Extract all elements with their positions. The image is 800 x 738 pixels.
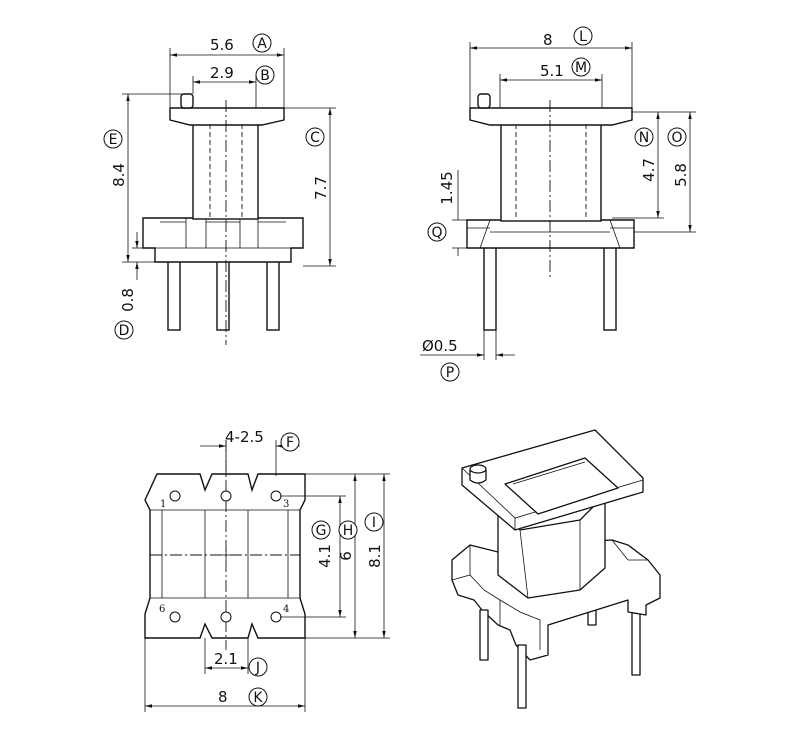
marker-m: M (571, 57, 591, 77)
dim-base-width: 8 (218, 688, 228, 706)
marker-k: K (248, 687, 268, 707)
marker-i: I (364, 512, 384, 532)
pin-number-3: 3 (283, 499, 289, 510)
svg-text:G: G (316, 523, 327, 539)
svg-text:I: I (372, 515, 376, 531)
marker-d: D (114, 320, 134, 340)
bottom-view: 1 3 6 4 (144, 440, 306, 650)
svg-text:B: B (260, 68, 270, 84)
dim-side-base-thickness: 1.45 (438, 171, 456, 204)
marker-c: C (305, 127, 325, 147)
marker-b: B (255, 65, 275, 85)
dim-bobbin-height: 7.7 (312, 176, 330, 200)
marker-h: H (338, 520, 358, 540)
pin-number-4: 4 (283, 604, 289, 615)
front-view (142, 93, 304, 345)
dim-pin-row-gap: 2.1 (214, 650, 238, 668)
marker-f: F (280, 432, 300, 452)
front-dims: 5.6 2.9 8.4 7.7 0.8 (110, 36, 336, 312)
dim-side-height-total: 5.8 (672, 163, 690, 187)
marker-a: A (252, 33, 272, 53)
svg-text:J: J (255, 660, 260, 676)
marker-j: J (248, 657, 268, 677)
side-view (466, 93, 635, 331)
marker-e: E (103, 129, 123, 149)
svg-text:A: A (257, 36, 267, 52)
svg-text:O: O (671, 130, 682, 146)
dim-side-core-width: 5.1 (540, 62, 564, 80)
dim-side-height-inner: 4.7 (640, 158, 658, 182)
svg-text:C: C (310, 130, 320, 146)
marker-q: Q (427, 222, 447, 242)
marker-o: O (667, 127, 687, 147)
dim-pin-span-inner: 4.1 (316, 544, 334, 568)
dim-pitch: 4-2.5 (225, 428, 264, 446)
marker-n: N (634, 127, 654, 147)
isometric-view (451, 429, 661, 709)
marker-p: P (440, 362, 460, 382)
dim-base-depth: 8.1 (366, 544, 384, 568)
svg-text:L: L (579, 29, 587, 45)
marker-g: G (311, 520, 331, 540)
svg-text:D: D (119, 323, 130, 339)
svg-text:P: P (446, 365, 454, 381)
svg-text:M: M (575, 60, 587, 76)
dim-pin-span-outer: 6 (337, 551, 355, 561)
svg-text:F: F (286, 435, 294, 451)
dim-total-height: 8.4 (110, 163, 128, 187)
dim-pin-diameter: Ø0.5 (422, 337, 458, 355)
dim-core-width: 2.9 (210, 64, 234, 82)
pin-number-6: 6 (159, 604, 165, 615)
pin-number-1: 1 (160, 499, 166, 510)
svg-text:H: H (343, 523, 354, 539)
dim-side-width: 8 (543, 31, 553, 49)
dim-pin-offset: 0.8 (119, 288, 137, 312)
marker-l: L (573, 26, 593, 46)
letter-markers: A B C D E F G H I J K L M N O P Q (103, 26, 687, 707)
svg-text:E: E (109, 132, 118, 148)
side-dims: 8 5.1 4.7 5.8 1.45 Ø0.5 (420, 31, 696, 360)
svg-text:K: K (253, 690, 263, 706)
svg-text:Q: Q (431, 225, 442, 241)
dim-width-flange: 5.6 (210, 36, 234, 54)
bottom-dims: 4-2.5 4.1 6 8.1 2.1 8 (144, 428, 390, 712)
svg-text:N: N (639, 130, 649, 146)
